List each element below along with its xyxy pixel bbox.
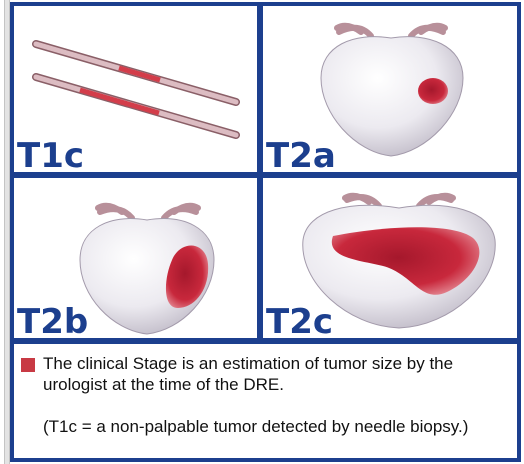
bullet-square	[21, 358, 35, 372]
panel-t1c: T1c	[14, 6, 257, 172]
tumor-t2a	[418, 78, 448, 104]
stage-label-t2c: T2c	[266, 302, 333, 338]
note-box: The clinical Stage is an estimation of t…	[14, 344, 517, 458]
note-line-1: The clinical Stage is an estimation of t…	[43, 353, 503, 395]
panel-t2c: T2c	[263, 178, 517, 338]
stage-label-t1c: T1c	[17, 136, 84, 172]
note-line-2: (T1c = a non-palpable tumor detected by …	[43, 416, 503, 437]
biopsy-core-1	[36, 44, 236, 102]
panel-t2a: T2a	[263, 6, 517, 172]
note-text: The clinical Stage is an estimation of t…	[43, 353, 503, 437]
stage-label-t2a: T2a	[266, 136, 336, 172]
stage-label-t2b: T2b	[17, 302, 88, 338]
biopsy-core-2	[36, 77, 236, 135]
panel-t2b: T2b	[14, 178, 257, 338]
